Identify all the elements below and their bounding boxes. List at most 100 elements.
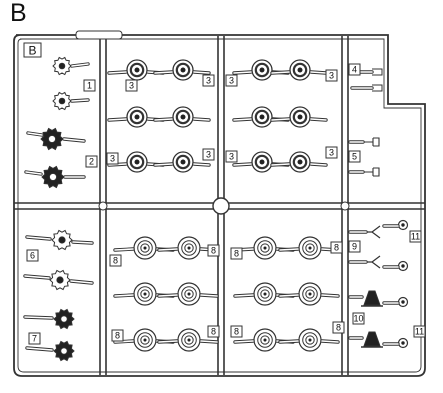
runner-junction xyxy=(98,201,108,211)
wheel-part xyxy=(177,328,201,352)
sprue-outer-frame xyxy=(13,34,426,377)
disc-center xyxy=(401,264,405,268)
gear-center xyxy=(56,276,64,284)
gate-stub-inner xyxy=(200,340,218,343)
wheel-hub xyxy=(134,114,140,120)
hook-part xyxy=(363,167,380,177)
wheel-hub xyxy=(143,246,147,250)
runner-junction xyxy=(340,201,350,211)
part-callout: 4 xyxy=(348,63,361,76)
callout-number: 8 xyxy=(211,246,216,256)
gate-stub-inner xyxy=(70,280,93,284)
wheel-hub xyxy=(263,246,267,250)
gate-stub-inner xyxy=(154,71,173,74)
callout-number: 3 xyxy=(129,81,134,91)
gate-stub-inner xyxy=(24,316,53,319)
bell-part xyxy=(361,290,383,307)
callout-number: 3 xyxy=(329,148,334,158)
callout-box xyxy=(207,244,220,257)
gate-stub-inner xyxy=(200,294,218,297)
callout-number: 10 xyxy=(353,314,363,324)
callout-box xyxy=(413,325,426,338)
part-callout: 3 xyxy=(106,152,119,165)
wheel-part xyxy=(133,236,157,260)
callout-number: 8 xyxy=(113,256,118,266)
part-callout: 3 xyxy=(225,74,238,87)
gate-stub-inner xyxy=(271,71,290,74)
part-callout: 11 xyxy=(413,325,426,338)
callout-box xyxy=(409,230,422,243)
callout-box xyxy=(332,321,345,334)
callout-number: 3 xyxy=(110,154,115,164)
callout-number: 8 xyxy=(234,327,239,337)
wheel-hub xyxy=(187,292,191,296)
sprue-tag xyxy=(75,30,123,40)
sprue-frame xyxy=(13,34,426,377)
gear-center xyxy=(58,62,66,70)
part-callout: 8 xyxy=(230,325,243,338)
wheel-part xyxy=(177,282,201,306)
small-disc-part xyxy=(397,296,409,308)
wheel-part xyxy=(251,106,273,128)
gate-stub-inner xyxy=(233,118,252,121)
clamp-part xyxy=(366,255,381,269)
gate-stub-inner xyxy=(114,340,134,343)
small-gear-part xyxy=(52,91,72,111)
pin-part xyxy=(372,68,383,76)
ribbon-box xyxy=(23,42,42,58)
callout-number: 11 xyxy=(411,232,420,242)
wheel-part xyxy=(126,106,148,128)
small-gear-part xyxy=(52,56,72,76)
gate-stub-inner xyxy=(279,248,299,251)
part-callout: 8 xyxy=(111,329,124,342)
bell-body xyxy=(363,290,381,306)
bell-body xyxy=(363,331,381,347)
callout-number: 3 xyxy=(229,152,234,162)
part-callout: 11 xyxy=(409,230,422,243)
gate-stub-inner xyxy=(108,118,127,121)
wheel-hub xyxy=(259,114,265,120)
gear-center xyxy=(60,347,68,355)
callout-box xyxy=(348,63,361,76)
gate-stub-inner xyxy=(234,294,254,297)
wheel-part xyxy=(253,236,277,260)
callout-box xyxy=(202,74,215,87)
hook-part xyxy=(363,137,380,147)
wheel-part xyxy=(251,151,273,173)
gear-center xyxy=(60,315,68,323)
disc-center xyxy=(401,223,405,227)
gate-stub-inner xyxy=(158,248,178,251)
wheel-part xyxy=(172,106,194,128)
wheel-hub xyxy=(134,67,140,73)
callout-box xyxy=(207,325,220,338)
hook-outline xyxy=(363,137,380,147)
callout-number: 8 xyxy=(334,243,339,253)
wheel-part xyxy=(289,59,311,81)
callout-number: 5 xyxy=(352,152,357,162)
callout-box xyxy=(230,247,243,260)
gate-stub-inner xyxy=(233,71,252,74)
callout-number: 8 xyxy=(234,249,239,259)
callout-box xyxy=(325,69,338,82)
wheel-hub xyxy=(297,67,303,73)
callout-number: 3 xyxy=(229,76,234,86)
wheel-hub xyxy=(259,159,265,165)
gate-stub-inner xyxy=(26,236,51,240)
disc-center xyxy=(401,341,405,345)
small-disc-part xyxy=(397,260,409,272)
wheel-hub xyxy=(143,292,147,296)
gate-stub-inner xyxy=(26,347,53,351)
gate-stub-inner xyxy=(279,340,299,343)
callout-box xyxy=(352,312,365,325)
wheel-part xyxy=(172,59,194,81)
callout-box xyxy=(109,254,122,267)
callout-box xyxy=(106,152,119,165)
gate-stub-inner xyxy=(114,248,134,251)
wheel-hub xyxy=(134,159,140,165)
runner-junction xyxy=(212,197,230,215)
callout-number: 2 xyxy=(89,157,94,167)
wheel-hub xyxy=(263,338,267,342)
part-callout: 3 xyxy=(325,69,338,82)
